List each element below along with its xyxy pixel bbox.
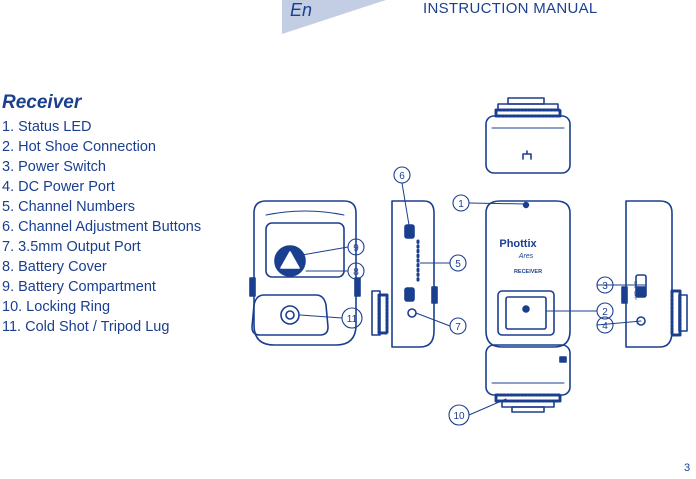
leader-7: [415, 312, 451, 327]
bottom-view-shoe-rail: [501, 400, 555, 408]
list-item: 10. Locking Ring: [2, 299, 111, 315]
callout-5-circle: [449, 254, 467, 272]
battery-cover: [265, 222, 345, 278]
callout-2-circle: [596, 302, 614, 320]
callout-leaders: [299, 182, 647, 416]
callout-3-circle: [596, 276, 614, 294]
power-switch: [635, 274, 647, 298]
right-side-shoe-rail: [678, 294, 688, 332]
list-item: 5. Channel Numbers: [2, 199, 135, 215]
status-led: [522, 201, 530, 209]
leader-6: [401, 182, 410, 226]
callout-6-circle: [393, 166, 411, 184]
list-item: 4. DC Power Port: [2, 179, 115, 195]
parts-list: 1. Status LED 2. Hot Shoe Connection 3. …: [2, 117, 201, 337]
bottom-view-shoe-foot: [511, 406, 545, 413]
hot-shoe-frame: [497, 290, 555, 336]
tripod-lug-thread: [285, 310, 295, 320]
list-item: 11. Cold Shot / Tripod Lug: [2, 319, 170, 335]
callout-4-label: 4: [602, 321, 608, 332]
callout-8-circle: [347, 262, 365, 280]
side-view-body: [391, 200, 435, 348]
hot-shoe-pin: [522, 305, 530, 313]
leader-4: [596, 320, 642, 326]
right-side-locking-ring: [670, 289, 682, 337]
language-label: En: [290, 0, 313, 20]
right-side-tab: [621, 286, 628, 304]
bottom-view-body: [485, 344, 571, 396]
callout-7-circle: [449, 317, 467, 335]
callout-1-circle: [452, 194, 470, 212]
model-name: Ares: [518, 253, 534, 260]
back-view-seam: [265, 210, 345, 216]
callout-9-circle: [347, 238, 365, 256]
callout-8-label: 8: [353, 267, 359, 278]
callout-11-label: 11: [347, 314, 358, 325]
switch-off-label: OFF: [633, 291, 638, 300]
top-view-port: [522, 150, 532, 160]
power-switch-knob: [636, 286, 646, 297]
language-tab-shape: [282, 0, 386, 34]
callout-5-label: 5: [455, 259, 461, 270]
output-port: [407, 308, 417, 318]
receiver-diagram: Phottix Ares RECEIVER ON OFF: [249, 97, 688, 426]
leader-11: [299, 314, 343, 319]
locking-ring: [494, 393, 562, 403]
list-item: 1. Status LED: [2, 119, 92, 135]
bottom-view: [485, 344, 571, 413]
tripod-lug: [280, 305, 300, 325]
section-title: Receiver: [2, 92, 82, 113]
list-item: 7. 3.5mm Output Port: [2, 239, 141, 255]
callout-circles: [341, 166, 614, 426]
top-view-body: [485, 115, 571, 174]
back-view-body: [253, 200, 357, 346]
callout-11-circle: [341, 307, 363, 329]
callout-3-label: 3: [602, 281, 608, 292]
list-item: 2. Hot Shoe Connection: [2, 139, 156, 155]
callout-10-label: 10: [453, 411, 465, 422]
list-item: 3. Power Switch: [2, 159, 106, 175]
callout-10-circle: [448, 404, 470, 426]
page-number: 3: [684, 462, 691, 474]
brand-logo: Phottix: [499, 238, 537, 250]
hot-shoe-connection: [505, 296, 547, 330]
callout-6-label: 6: [399, 171, 405, 182]
back-view-side-tab: [249, 277, 256, 297]
right-side-body: [625, 200, 673, 348]
language-tab: [282, 0, 402, 34]
side-view-locking-ring: [377, 293, 389, 335]
leader-9: [301, 246, 349, 256]
channel-up-button: [404, 224, 415, 239]
channel-down-button: [404, 287, 415, 302]
side-view-side-tab: [431, 286, 438, 304]
side-view: [371, 200, 438, 348]
callout-4-circle: [596, 316, 614, 334]
top-view-shoe-foot: [507, 97, 545, 105]
callout-9-label: 9: [353, 243, 359, 254]
leader-1: [468, 202, 527, 205]
callout-2-label: 2: [602, 307, 608, 318]
manual-title: INSTRUCTION MANUAL: [423, 0, 598, 17]
battery-compartment-mark: [280, 251, 300, 269]
top-view: [485, 97, 571, 174]
list-item: 6. Channel Adjustment Buttons: [2, 219, 202, 235]
cold-shoe-plate: [251, 294, 329, 336]
callout-7-label: 7: [455, 322, 461, 333]
back-view-side-tab: [354, 277, 361, 297]
bottom-view-port: [559, 356, 567, 363]
right-side-view: [621, 200, 688, 348]
switch-on-label: ON: [633, 281, 638, 288]
top-view-locking-ring: [494, 108, 562, 118]
list-item: 8. Battery Cover: [2, 259, 107, 275]
receiver-label: RECEIVER: [514, 269, 542, 275]
back-view: [249, 200, 361, 346]
list-item: 9. Battery Compartment: [2, 279, 156, 295]
leader-10: [468, 398, 507, 416]
callout-1-label: 1: [458, 199, 464, 210]
